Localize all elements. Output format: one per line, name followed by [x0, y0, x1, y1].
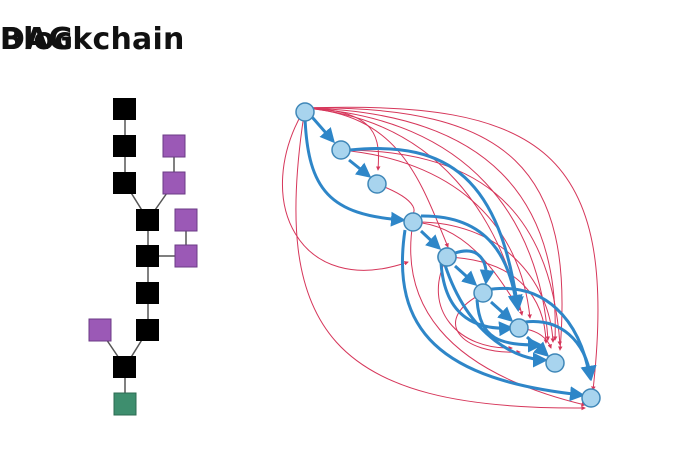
primary-edge: [453, 264, 478, 287]
primary-edge: [419, 229, 442, 251]
dag-node: [473, 283, 493, 303]
secondary-edge: [282, 107, 409, 271]
secondary-edge: [304, 107, 551, 341]
secondary-edge: [340, 149, 562, 346]
secondary-edge: [437, 256, 513, 351]
primary-edge: [475, 299, 543, 353]
secondary-edge: [304, 107, 563, 351]
secondary-edge: [304, 107, 558, 341]
primary-edge: [349, 147, 524, 312]
main-chain-block: [136, 282, 159, 304]
orphan-block: [174, 244, 198, 268]
primary-edge: [454, 249, 495, 285]
main-chain-block: [113, 356, 136, 378]
orphan-block: [162, 134, 186, 158]
main-chain-block: [136, 245, 159, 267]
dag-primary-edges: [303, 116, 597, 402]
dag-node: [437, 247, 457, 267]
primary-edge: [303, 117, 406, 227]
primary-edge: [489, 300, 514, 323]
primary-edge: [420, 214, 523, 310]
main-chain-block: [136, 209, 159, 231]
dag-node: [403, 212, 423, 232]
secondary-edge: [446, 256, 549, 344]
secondary-edge: [340, 149, 532, 319]
orphan-blocks: [88, 134, 198, 342]
primary-edge: [485, 287, 596, 381]
main-chain-block: [113, 172, 136, 194]
dag-node: [367, 174, 387, 194]
orphan-block: [162, 171, 186, 195]
dag-nodes: [295, 102, 601, 408]
dag-diagram: [282, 102, 601, 411]
dag-title: DAG: [0, 22, 74, 57]
main-chain-blocks: [113, 98, 159, 378]
main-chain-block: [113, 135, 136, 157]
orphan-block: [88, 318, 112, 342]
secondary-edge: [295, 107, 586, 411]
secondary-edge: [455, 292, 521, 355]
primary-edge: [400, 229, 585, 402]
secondary-edge: [412, 221, 556, 343]
blockchain-title: Blockchain: [0, 22, 185, 57]
secondary-edge: [304, 107, 381, 171]
primary-edge: [348, 158, 372, 178]
primary-edge: [439, 262, 514, 337]
secondary-edge: [412, 221, 521, 311]
secondary-edge: [410, 221, 586, 407]
primary-edge: [443, 264, 548, 368]
orphan-block: [174, 208, 198, 232]
main-chain-block: [136, 319, 159, 341]
dag-node: [545, 353, 565, 373]
dag-node: [295, 102, 315, 122]
blockchain-diagram: [88, 98, 198, 416]
genesis-block: [113, 392, 137, 416]
dag-node: [509, 318, 529, 338]
secondary-edge: [304, 106, 599, 391]
main-chain-block: [113, 98, 136, 120]
primary-edge: [310, 116, 335, 144]
dag-node: [581, 388, 601, 408]
dag-node: [331, 140, 351, 160]
